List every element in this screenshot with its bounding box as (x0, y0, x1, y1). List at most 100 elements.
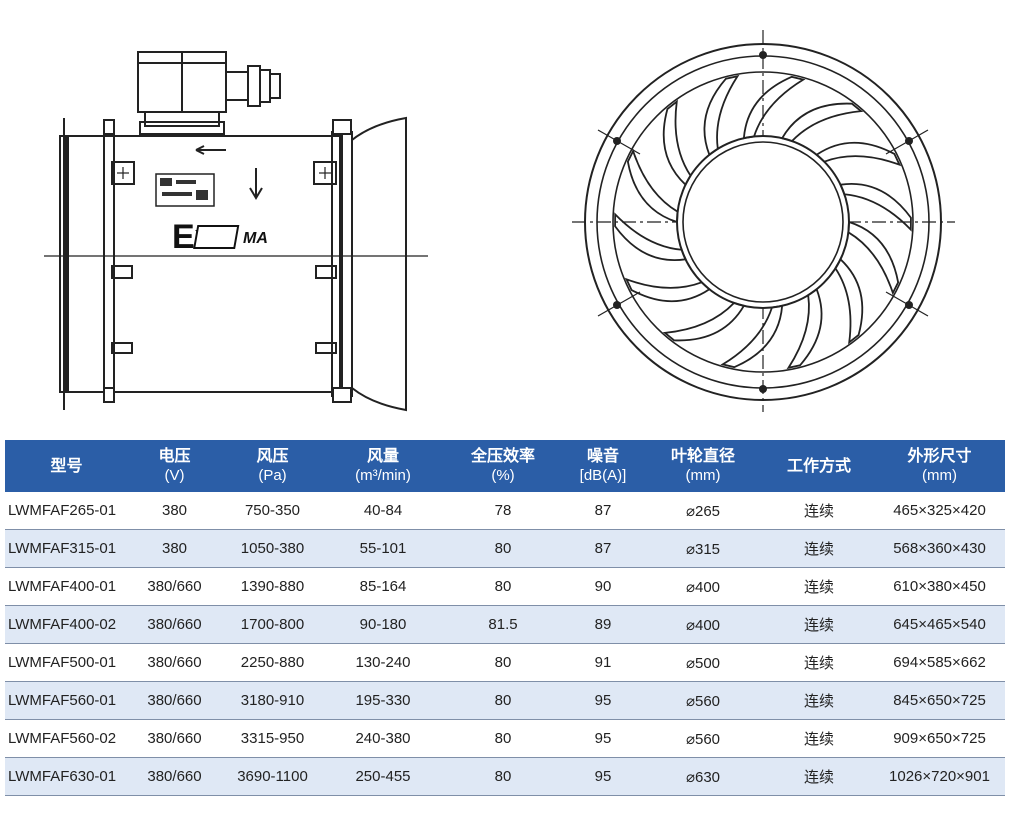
table-cell: 2250-880 (221, 643, 324, 682)
table-cell: 3315-950 (221, 719, 324, 758)
table-cell: LWMFAF560-01 (5, 681, 128, 720)
table-cell: 380/660 (128, 681, 221, 720)
table-cell: 95 (564, 681, 642, 720)
impeller-blade (786, 287, 823, 370)
table-cell: 1050-380 (221, 529, 324, 568)
table-cell: 750-350 (221, 492, 324, 530)
table-cell: 80 (442, 681, 564, 720)
table-cell: 380 (128, 529, 221, 568)
table-cell: LWMFAF265-01 (5, 492, 128, 530)
impeller-blade (742, 75, 806, 140)
table-header-row: 型号电压(V)风压(Pa)风量(m³/min)全压效率(%)噪音[dB(A)]叶… (5, 440, 1005, 492)
table-cell: 195-330 (324, 681, 442, 720)
fan-body (65, 135, 341, 393)
table-cell: 845×650×725 (874, 681, 1005, 720)
table-cell: LWMFAF400-01 (5, 567, 128, 606)
table-cell: 78 (442, 492, 564, 530)
table-cell: 91 (564, 643, 642, 682)
nameplate (155, 173, 215, 207)
column-header-unit: (%) (491, 467, 515, 484)
column-header-label: 风压 (256, 448, 289, 465)
table-cell: 连续 (764, 605, 874, 644)
column-header-label: 风量 (366, 448, 399, 465)
rotation-arrow (195, 145, 226, 155)
impeller-blade (626, 148, 679, 224)
table-cell: 130-240 (324, 643, 442, 682)
table-cell: LWMFAF630-01 (5, 757, 128, 796)
table-cell: 连续 (764, 567, 874, 606)
table-cell: 90 (564, 567, 642, 606)
table-cell: 380/660 (128, 757, 221, 796)
table-cell: 87 (564, 529, 642, 568)
table-cell: 3180-910 (221, 681, 324, 720)
bell-mouth (351, 116, 407, 412)
table-cell: 85-164 (324, 567, 442, 606)
table-cell: 80 (442, 719, 564, 758)
table-cell: 55-101 (324, 529, 442, 568)
column-header-label: 噪音 (586, 448, 619, 465)
table-cell: 80 (442, 643, 564, 682)
table-cell: ⌀315 (642, 529, 764, 568)
table-cell: 909×650×725 (874, 719, 1005, 758)
table-cell: 380 (128, 492, 221, 530)
impeller-blade (662, 99, 692, 187)
table-cell: 380/660 (128, 719, 221, 758)
column-header-label: 全压效率 (470, 448, 535, 465)
table-cell: 连续 (764, 643, 874, 682)
table-cell: 380/660 (128, 567, 221, 606)
ma-mark-frame (193, 225, 240, 249)
table-cell: 80 (442, 529, 564, 568)
table-cell: 连续 (764, 719, 874, 758)
impeller-blade (847, 220, 900, 296)
table-cell: ⌀500 (642, 643, 764, 682)
column-header-label: 外形尺寸 (907, 448, 972, 465)
table-cell: 240-380 (324, 719, 442, 758)
table-cell: LWMFAF315-01 (5, 529, 128, 568)
impeller-blade (780, 102, 864, 143)
table-cell: 87 (564, 492, 642, 530)
impeller-blade (614, 212, 687, 261)
impeller-blade (662, 301, 746, 342)
column-header: 叶轮直径(mm) (642, 440, 764, 492)
column-header: 型号 (5, 440, 128, 492)
table-cell: 95 (564, 719, 642, 758)
impeller-blade (834, 257, 864, 345)
table-cell: ⌀265 (642, 492, 764, 530)
table-cell: 80 (442, 567, 564, 606)
impeller-blade (720, 304, 784, 369)
table-cell: LWMFAF400-02 (5, 605, 128, 644)
impeller-blade (839, 183, 912, 232)
table-cell: 568×360×430 (874, 529, 1005, 568)
fan-side-view-drawing: Ex MA (44, 30, 955, 412)
column-header-unit: (mm) (922, 467, 957, 484)
table-cell: 645×465×540 (874, 605, 1005, 644)
column-header-label: 型号 (50, 457, 83, 475)
column-header: 电压(V) (128, 440, 221, 492)
table-cell: 连续 (764, 492, 874, 530)
table-cell: 81.5 (442, 605, 564, 644)
table-cell: 连续 (764, 529, 874, 568)
table-cell: ⌀560 (642, 681, 764, 720)
column-header-label: 叶轮直径 (670, 448, 735, 465)
table-cell: 465×325×420 (874, 492, 1005, 530)
column-header-label: 工作方式 (786, 457, 851, 475)
table-cell: 380/660 (128, 643, 221, 682)
table-cell: ⌀560 (642, 719, 764, 758)
column-header-label: 电压 (158, 448, 191, 465)
table-cell: 40-84 (324, 492, 442, 530)
table-cell: 连续 (764, 757, 874, 796)
ma-mark: MA (243, 230, 268, 247)
table-cell: 610×380×450 (874, 567, 1005, 606)
table-cell: LWMFAF560-02 (5, 719, 128, 758)
airflow-arrow (249, 168, 263, 200)
fan-front-view-drawing (572, 30, 955, 412)
table-cell: 380/660 (128, 605, 221, 644)
